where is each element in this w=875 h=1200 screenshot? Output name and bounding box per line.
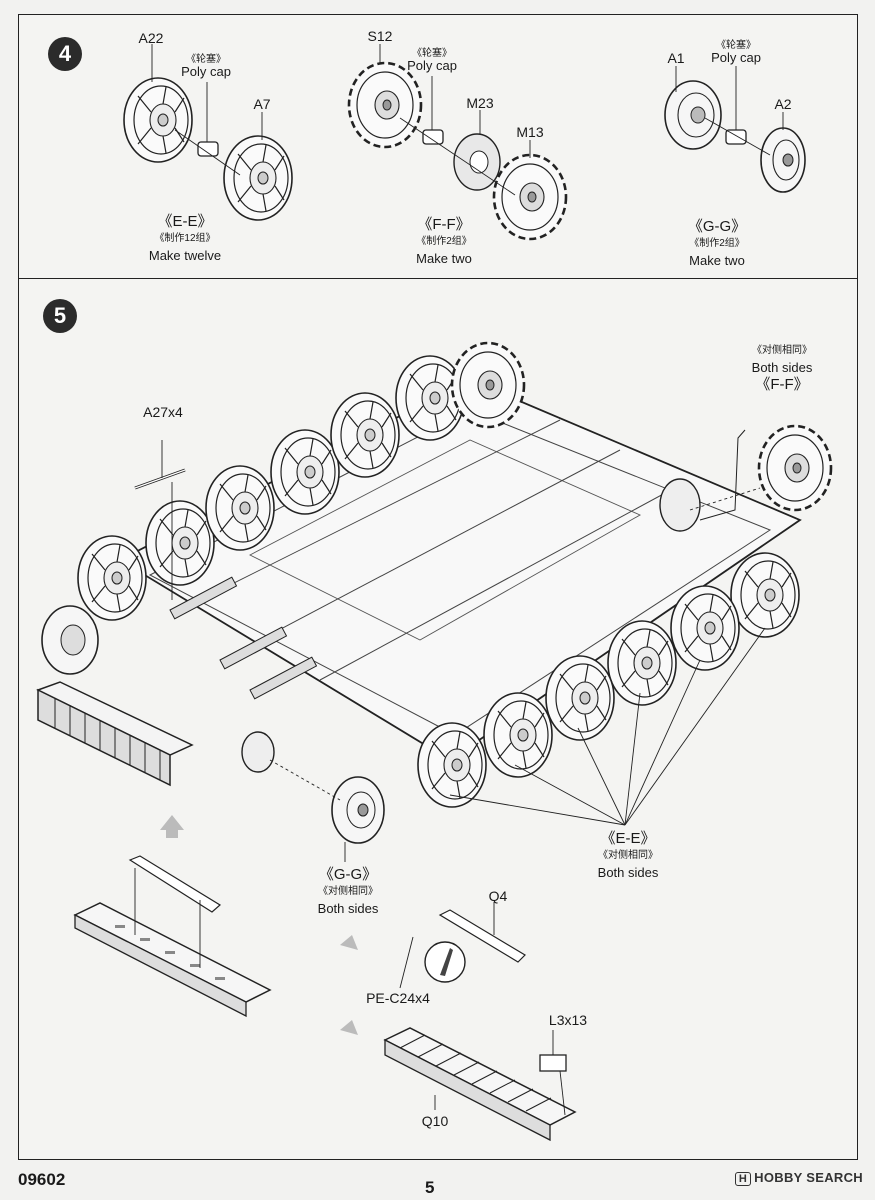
- group-step5-gg: 《G-G》 《对侧相同》 Both sides: [318, 866, 379, 917]
- label-pe-c24: PE-C24x4: [366, 990, 430, 1006]
- label-s12: S12: [367, 28, 393, 44]
- label-poly-cap-zh-1: 《轮塞》: [186, 54, 226, 65]
- part-a27-rods: [134, 440, 186, 600]
- group-step4-gg: 《G-G》 《制作2组》 Make two: [688, 218, 746, 269]
- idler-a2: [760, 127, 806, 193]
- leader-ff: [699, 429, 746, 521]
- group-en: Both sides: [751, 360, 813, 375]
- group-en: Make two: [689, 253, 745, 268]
- group-zh: 《对侧相同》: [317, 886, 378, 897]
- idler-arm: [241, 731, 275, 773]
- group-en: Make two: [416, 251, 472, 266]
- road-wheel-a7: [223, 135, 293, 221]
- hub-m23: [453, 133, 501, 191]
- leader-lines-step4-ff: [379, 44, 531, 196]
- group-zh: 《制作2组》: [416, 236, 472, 247]
- direction-arrows: [160, 815, 358, 1035]
- group-code: 《E-E》: [157, 213, 213, 230]
- poly-cap-ff: [422, 129, 444, 145]
- label-poly-cap-zh-3: 《轮塞》: [716, 40, 756, 51]
- label-m13: M13: [516, 124, 544, 140]
- label-poly-cap-zh-2: 《轮塞》: [412, 48, 452, 59]
- group-step4-ff: 《F-F》 《制作2组》 Make two: [416, 216, 472, 267]
- chassis-hull: [118, 379, 802, 762]
- group-zh: 《对侧相同》: [597, 850, 658, 861]
- front-sprocket-ff: [757, 424, 833, 512]
- axis-ff: [689, 487, 761, 511]
- mudguard-assembly: [73, 855, 272, 1018]
- group-code: 《F-F》: [417, 216, 471, 233]
- label-poly-cap-1: Poly cap: [181, 64, 231, 79]
- group-code: 《F-F》: [755, 376, 809, 393]
- group-step4-ee: 《E-E》 《制作12组》 Make twelve: [149, 213, 221, 264]
- label-q4: Q4: [488, 888, 508, 904]
- left-track-strip: [36, 681, 194, 787]
- group-code: 《G-G》: [318, 866, 378, 883]
- group-en: Make twelve: [148, 248, 222, 263]
- front-idler-gg: [331, 776, 385, 844]
- page-number: 5: [425, 1178, 435, 1197]
- label-poly-cap-3: Poly cap: [711, 50, 761, 65]
- axis-gg: [269, 759, 341, 801]
- group-en: Both sides: [597, 865, 659, 880]
- label-poly-cap-2: Poly cap: [407, 58, 457, 73]
- label-a1: A1: [667, 50, 685, 66]
- sprocket-m13: [492, 153, 568, 241]
- back-idler: [41, 605, 99, 675]
- group-zh: 《制作12组》: [154, 233, 216, 244]
- label-a2: A2: [774, 96, 792, 112]
- label-a27: A27x4: [143, 404, 183, 420]
- leader-ee-fan: [449, 627, 766, 826]
- step-4-badge: 4: [48, 37, 82, 71]
- part-q4-bracket: [399, 902, 526, 989]
- group-step5-ee: 《E-E》 《对侧相同》 Both sides: [598, 830, 659, 881]
- leader-lines-step4-gg: [675, 66, 784, 156]
- group-zh: 《对侧相同》: [751, 345, 812, 356]
- group-en: Both sides: [317, 901, 379, 916]
- label-q10: Q10: [421, 1113, 449, 1129]
- poly-cap-ee: [197, 141, 219, 157]
- label-a22: A22: [138, 30, 164, 46]
- part-q10-track: [383, 1027, 577, 1142]
- sprocket-s12: [347, 61, 423, 149]
- label-a7: A7: [253, 96, 271, 112]
- group-code: 《E-E》: [600, 830, 656, 847]
- leader-lines-step4-ee: [151, 44, 263, 176]
- group-code: 《G-G》: [687, 218, 747, 235]
- group-step5-ff: 《对侧相同》 Both sides 《F-F》: [752, 342, 813, 393]
- label-m23: M23: [466, 95, 494, 111]
- group-zh: 《制作2组》: [689, 238, 745, 249]
- label-l3: L3x13: [548, 1012, 588, 1028]
- road-wheel-a22: [123, 77, 193, 163]
- watermark-logo: H: [734, 1172, 752, 1186]
- back-sprocket: [450, 341, 526, 429]
- product-code: 09602: [18, 1170, 66, 1189]
- step-5-badge: 5: [43, 299, 77, 333]
- final-drive-housing: [659, 478, 701, 532]
- idler-a1: [664, 80, 722, 150]
- watermark-text: HOBBY SEARCH: [754, 1170, 863, 1185]
